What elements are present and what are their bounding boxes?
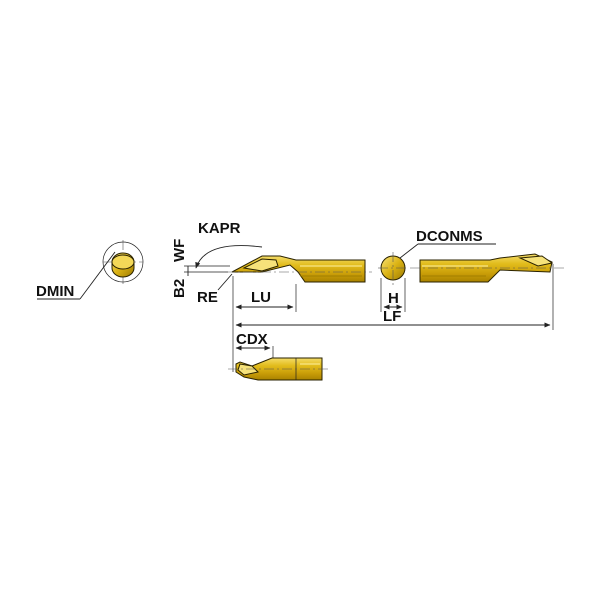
shank-section: DCONMS H bbox=[378, 228, 496, 312]
tool-side-insert bbox=[518, 255, 554, 267]
lu-label: LU bbox=[251, 289, 271, 306]
dmin-leader bbox=[79, 251, 116, 300]
tool-tip-view: KAPR WF B2 RE LU bbox=[171, 220, 372, 330]
re-label: RE bbox=[197, 289, 218, 306]
kapr-label: KAPR bbox=[198, 220, 241, 237]
dmin-label: DMIN bbox=[36, 283, 74, 300]
dconms-label: DCONMS bbox=[416, 228, 483, 245]
cdx-label: CDX bbox=[236, 331, 268, 348]
lf-dimension: LF bbox=[235, 308, 551, 328]
insert-face bbox=[242, 258, 279, 272]
kapr-arc bbox=[195, 245, 263, 269]
end-view: DMIN bbox=[36, 240, 144, 300]
tool-side-view bbox=[410, 253, 565, 330]
lf-label: LF bbox=[383, 308, 401, 325]
wf-label: WF bbox=[171, 239, 188, 262]
dconms-leader bbox=[399, 243, 419, 259]
b2-label: B2 bbox=[171, 279, 188, 298]
cdx-view: CDX bbox=[228, 330, 330, 381]
re-leader bbox=[217, 273, 233, 291]
h-label: H bbox=[388, 290, 399, 307]
end-view-face bbox=[111, 254, 135, 270]
cdx-insert bbox=[237, 363, 260, 376]
